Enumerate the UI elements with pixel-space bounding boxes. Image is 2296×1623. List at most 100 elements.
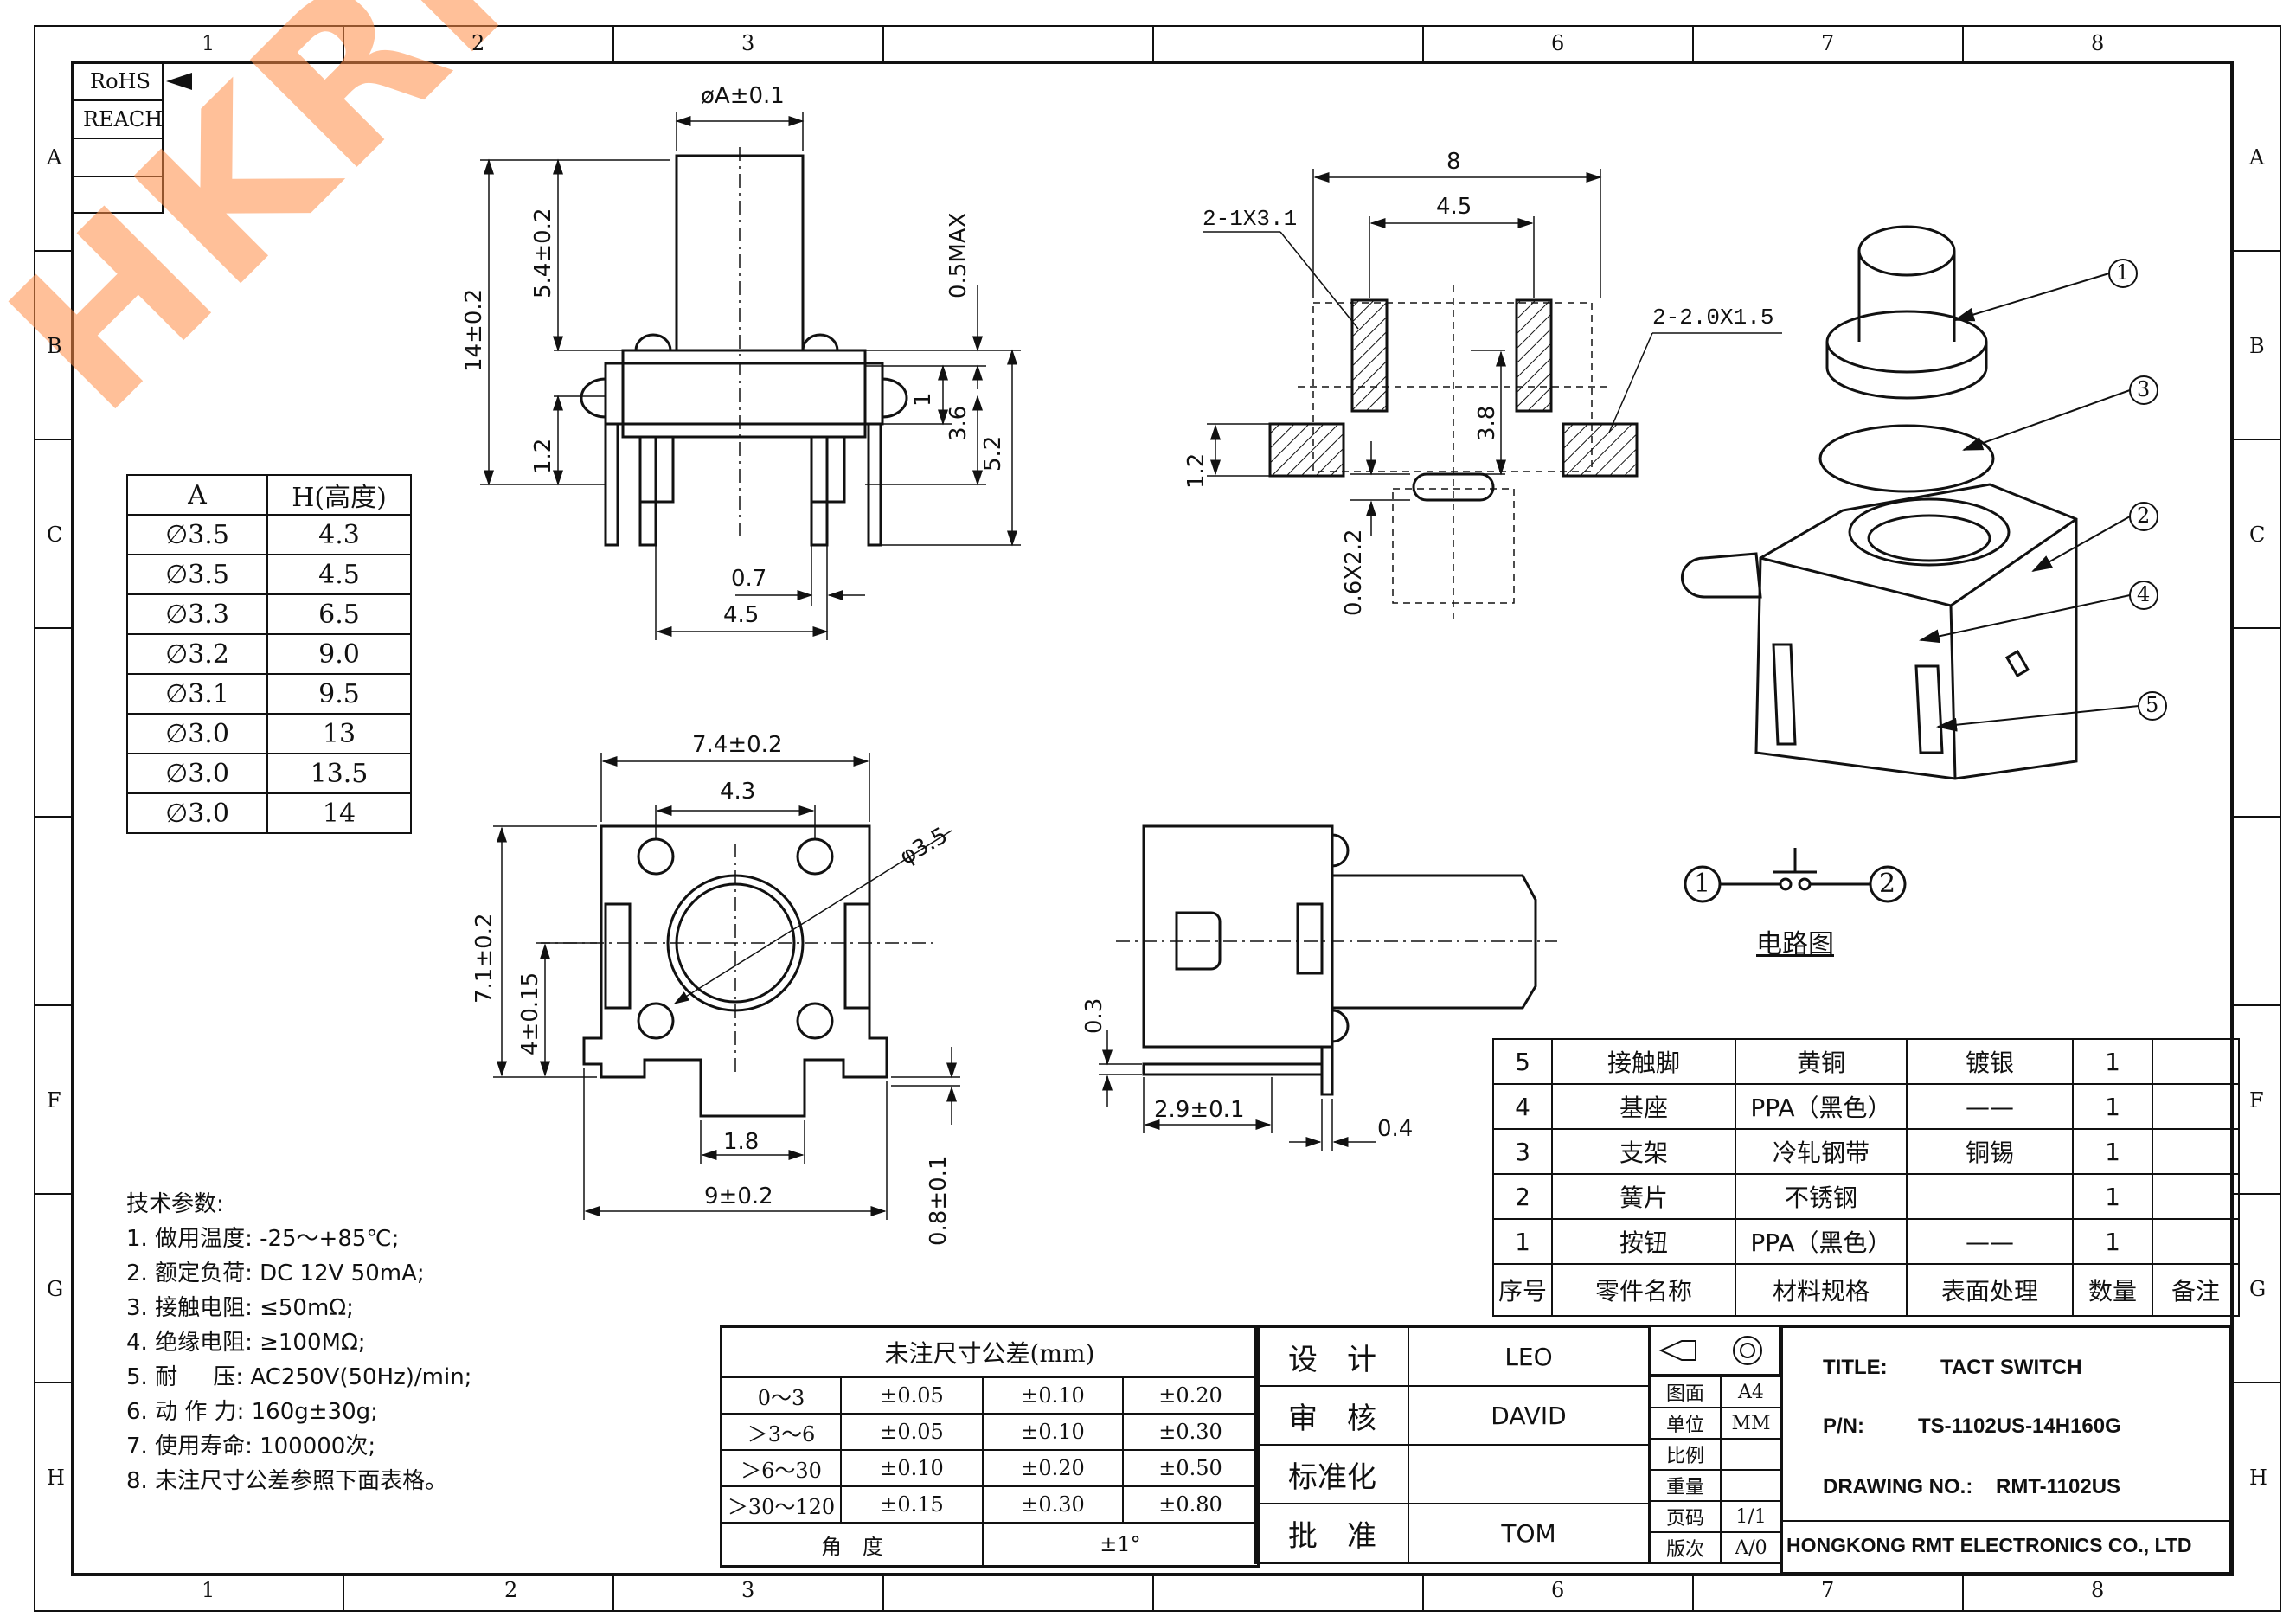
- dim-label: 0.5MAX: [946, 212, 972, 298]
- signoff-role: 设 计: [1254, 1325, 1409, 1387]
- row-label: B: [47, 334, 62, 358]
- table-cell: PPA（黑色）: [1735, 1083, 1908, 1130]
- table-cell: 3: [1492, 1128, 1553, 1175]
- table-row: 角 度 ±1°: [720, 1522, 1260, 1568]
- table-cell: 支架: [1551, 1128, 1736, 1175]
- dim-label: 0.7: [731, 566, 767, 592]
- col-label: 3: [741, 1578, 755, 1602]
- dim-label: 2.9±0.1: [1154, 1097, 1245, 1123]
- table-cell: 13: [266, 713, 412, 754]
- dim-label: 5.2: [980, 435, 1006, 472]
- dim-label: 1: [910, 392, 936, 407]
- signoff-role: 批 准: [1254, 1503, 1409, 1564]
- table-cell: 14: [266, 792, 412, 834]
- table-cell: 镀银: [1906, 1038, 2074, 1085]
- row-label: G: [2249, 1277, 2267, 1301]
- table-cell: [1720, 1438, 1782, 1471]
- spec-item: 8. 未注尺寸公差参照下面表格。: [126, 1468, 448, 1494]
- table-cell: ∅3.5: [126, 514, 268, 555]
- table-cell: ∅3.1: [126, 673, 268, 715]
- table-cell: ±0.50: [1122, 1449, 1260, 1487]
- tolerance-table: 未注尺寸公差(mm) 0～3 ±0.05 ±0.10 ±0.20 ＞3～6±0.…: [720, 1325, 1260, 1568]
- reach-label: REACH: [83, 107, 164, 132]
- table-cell: ∅3.5: [126, 554, 268, 595]
- table-cell: ∅3.0: [126, 713, 268, 754]
- table-cell: 铜锡: [1906, 1128, 2074, 1175]
- table-cell: PPA（黑色）: [1735, 1218, 1908, 1265]
- title-block: TITLE: TACT SWITCH P/N: TS-1102US-14H160…: [1780, 1325, 2232, 1575]
- table-cell: ±0.05: [840, 1376, 984, 1415]
- col-label: 8: [2091, 31, 2105, 55]
- table-cell: 1: [2072, 1128, 2153, 1175]
- dim-label: 1.8: [723, 1129, 760, 1155]
- dim-label: 1.2: [1183, 452, 1209, 489]
- row-label: F: [2249, 1088, 2264, 1113]
- circuit-label: 电路图: [1756, 929, 1834, 959]
- table-header: 表面处理: [1906, 1263, 2074, 1317]
- table-cell: ＞30～120: [720, 1485, 842, 1524]
- col-label: 7: [1821, 31, 1835, 55]
- col-label: 1: [202, 31, 215, 55]
- table-cell: 单位: [1649, 1407, 1722, 1440]
- table-cell: [1720, 1469, 1782, 1502]
- dim-label: 0.8±0.1: [926, 1155, 952, 1246]
- projection-symbol: [1649, 1325, 1780, 1376]
- dim-label: 4±0.15: [517, 972, 543, 1055]
- dim-label: 1.2: [530, 438, 556, 474]
- table-cell: 黄铜: [1735, 1038, 1908, 1085]
- table-cell: 1/1: [1720, 1500, 1782, 1533]
- table-cell: 按钮: [1551, 1218, 1736, 1265]
- table-cell: 1: [2072, 1218, 2153, 1265]
- dim-label: 9±0.2: [704, 1184, 773, 1209]
- table-cell: 2: [1492, 1173, 1553, 1220]
- spec-item: 7. 使用寿命: 100000次;: [126, 1434, 376, 1459]
- rohs-label: RoHS: [90, 69, 151, 93]
- table-row: 比例: [1649, 1438, 1782, 1471]
- dim-label: 0.4: [1377, 1116, 1414, 1142]
- table-cell: 1: [2072, 1038, 2153, 1085]
- table-cell: 6.5: [266, 593, 412, 635]
- table-header: 材料规格: [1735, 1263, 1908, 1317]
- col-label: 2: [471, 31, 485, 55]
- angle-label: 角 度: [720, 1522, 984, 1568]
- table-cell: [2152, 1128, 2240, 1175]
- spec-item: 6. 动 作 力: 160g±30g;: [126, 1399, 378, 1425]
- dim-label: 14±0.2: [461, 288, 487, 372]
- signoff-role: 标准化: [1254, 1444, 1409, 1504]
- table-cell: ＞3～6: [720, 1413, 842, 1451]
- row-label: C: [2249, 523, 2266, 547]
- table-cell: ±0.10: [982, 1376, 1124, 1415]
- table-header: 序号: [1492, 1263, 1553, 1317]
- row-label: H: [2249, 1466, 2267, 1490]
- table-cell: ±0.30: [982, 1485, 1124, 1524]
- table-row: ＞6～30±0.10±0.20±0.50: [720, 1449, 1260, 1487]
- callout-number: 2: [2137, 504, 2151, 528]
- dim-label: 7.4±0.2: [692, 732, 783, 758]
- drawing-no-value: RMT-1102US: [1996, 1475, 2121, 1498]
- pn-value: TS-1102US-14H160G: [1918, 1415, 2121, 1438]
- table-cell: 冷轧钢带: [1735, 1128, 1908, 1175]
- table-header: H(高度): [266, 474, 412, 516]
- dim-label: 3.6: [946, 405, 972, 441]
- table-cell: [2152, 1218, 2240, 1265]
- dim-label: øA±0.1: [701, 83, 785, 109]
- table-cell: ±0.80: [1122, 1485, 1260, 1524]
- table-cell: 重量: [1649, 1469, 1722, 1502]
- pn-label: P/N:: [1823, 1415, 1864, 1438]
- dim-label: 0.3: [1081, 998, 1107, 1034]
- dim-label: 2-1X3.1: [1203, 206, 1298, 232]
- tolerance-title: 未注尺寸公差(mm): [720, 1325, 1260, 1378]
- table-cell: 基座: [1551, 1083, 1736, 1130]
- callout-number: 3: [2137, 377, 2151, 401]
- first-angle-projection-icon: [1658, 1336, 1762, 1365]
